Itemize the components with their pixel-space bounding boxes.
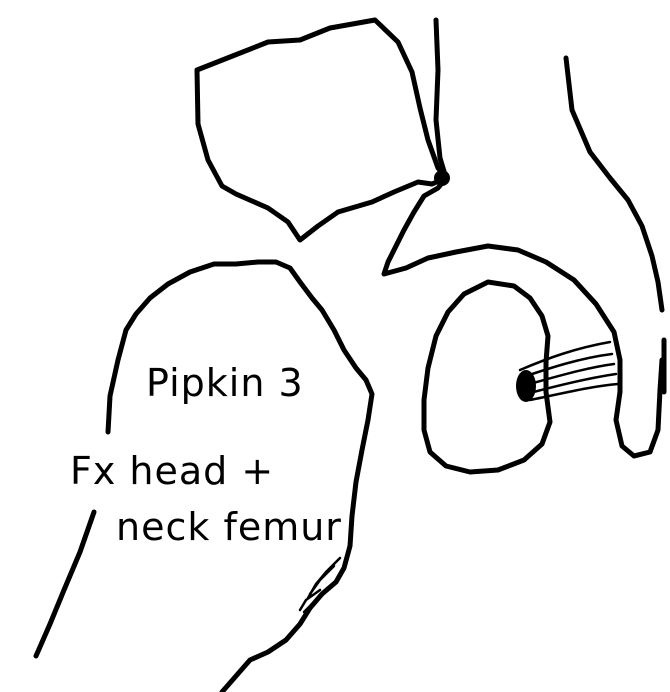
classification-label: Pipkin 3 bbox=[146, 364, 304, 402]
fracture-label-line2: neck femur bbox=[116, 508, 342, 546]
femoral-head-fragment bbox=[197, 20, 446, 240]
femur-shaft-edge bbox=[36, 512, 94, 656]
ligament-insertion bbox=[516, 370, 536, 402]
pelvic-wall bbox=[566, 58, 662, 310]
fracture-label-line1: Fx head + bbox=[70, 452, 274, 490]
acetabular-rim-knot bbox=[434, 170, 450, 186]
